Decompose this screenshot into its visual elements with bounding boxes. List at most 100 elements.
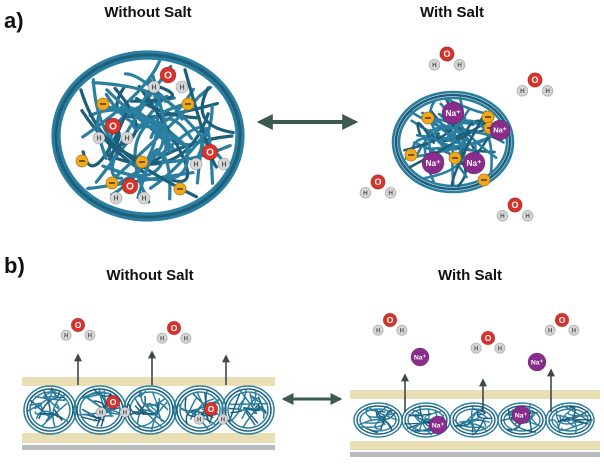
hydrogen-atom-sphere <box>541 85 554 97</box>
polymer-strand <box>230 389 247 422</box>
oxygen-atom-symbol: O <box>208 404 215 414</box>
hydrogen-atom-symbol: H <box>99 410 103 416</box>
polymer-strand <box>380 409 392 430</box>
polymer-strand <box>128 404 141 415</box>
polymer-strand <box>35 410 69 423</box>
membrane-substrate <box>22 445 275 450</box>
polymer-strand <box>243 403 261 412</box>
oxygen-atom: O <box>439 46 455 62</box>
hydrogen-atom: H <box>137 191 151 205</box>
hydrogen-atom-symbol: H <box>96 136 101 143</box>
oxygen-atom-symbol: O <box>164 71 172 82</box>
anionic-group <box>404 148 418 162</box>
hydrogen-atom-symbol: H <box>88 333 92 339</box>
polymer-strand <box>129 391 171 429</box>
hydrogen-atom-symbol: H <box>548 328 552 334</box>
polymer-strand <box>391 90 515 194</box>
hydrogen-atom: H <box>516 85 529 97</box>
oxygen-atom-symbol: O <box>109 122 117 133</box>
hydrogen-atom: H <box>359 187 372 199</box>
hydrogen-atom-sphere <box>137 191 151 205</box>
polymer-strand <box>374 410 393 430</box>
hydrogen-atom: H <box>95 406 107 418</box>
hydrogen-atom-symbol: H <box>525 213 530 220</box>
polymer-strand <box>358 421 385 428</box>
anionic-group <box>75 154 89 168</box>
hydrogen-atom-sphere <box>568 324 580 336</box>
hydrogen-atom-sphere <box>120 131 134 145</box>
polymer-strand <box>134 397 160 428</box>
polymer-strand <box>91 81 184 121</box>
panel-b-label: b) <box>4 253 25 278</box>
oxygen-atom: O <box>382 312 398 328</box>
hydrogen-atom: H <box>494 342 506 354</box>
sodium-ion-sphere <box>441 101 465 125</box>
hydrogen-atom-sphere <box>193 413 205 425</box>
polymer-strand <box>176 388 224 432</box>
oxygen-atom-symbol: O <box>531 75 538 85</box>
oxygen-atom: O <box>70 317 86 333</box>
polymer-strand <box>133 403 160 416</box>
polymer-strand <box>376 410 397 420</box>
hydrogen-atom: H <box>119 406 131 418</box>
polymer-strand <box>569 406 576 419</box>
oxygen-atom-sphere <box>105 394 121 410</box>
oxygen-atom-sphere <box>507 197 523 213</box>
polymer-strand <box>477 411 489 420</box>
hydrogen-atom-symbol: H <box>474 346 478 352</box>
sodium-ion-sphere <box>511 405 531 425</box>
hydrogen-atom-symbol: H <box>498 346 502 352</box>
oxygen-atom-sphere <box>370 174 386 190</box>
hydrogen-atom: H <box>384 187 397 199</box>
polymer-strand <box>555 408 581 425</box>
hydrogen-atom: H <box>521 210 534 222</box>
hydrogen-atom-symbol: H <box>520 88 525 95</box>
hydrogen-atom: H <box>120 131 134 145</box>
hydrogen-atom-sphere <box>494 342 506 354</box>
polymer-strand <box>557 414 577 435</box>
oxygen-atom-sphere <box>527 72 543 88</box>
polymer-strand <box>34 395 66 401</box>
oxygen-atom-symbol: O <box>559 315 566 325</box>
hydrogen-atom-sphere <box>147 80 161 94</box>
sodium-ion-sphere <box>428 415 448 435</box>
transport-arrows <box>74 350 555 412</box>
hydrogen-atom: H <box>109 191 123 205</box>
sodium-ion: Na⁺ <box>428 415 448 435</box>
hydrogen-atom-symbol: H <box>197 417 201 423</box>
oxygen-atom-sphere <box>166 320 182 336</box>
hydrogen-atom-sphere <box>372 324 384 336</box>
hydrogen-atom-symbol: H <box>221 417 225 423</box>
polymer-strand <box>43 390 51 422</box>
polymer-strand <box>545 402 595 438</box>
polymer-strand <box>397 96 509 188</box>
polymer-brush-row-collapsed <box>353 402 595 438</box>
oxygen-atom-symbol: O <box>511 200 518 210</box>
polymer-strand <box>500 405 544 435</box>
sodium-ion-sphere <box>410 347 430 367</box>
hydrogen-atom: H <box>175 80 189 94</box>
hydrogen-atom-sphere <box>396 324 408 336</box>
hydrogen-atom-symbol: H <box>113 196 118 203</box>
hydrogen-atom-symbol: H <box>193 162 198 169</box>
hydrogen-atom: H <box>147 80 161 94</box>
polymer-strand <box>138 390 147 398</box>
oxygen-atom-sphere <box>201 143 219 161</box>
membrane-bottom-layer <box>22 433 275 443</box>
membrane-top-layer <box>22 377 275 386</box>
hydrogen-atom-sphere <box>180 332 192 344</box>
polymer-strand <box>404 405 448 435</box>
oxygen-atom-sphere <box>203 401 219 417</box>
anionic-group <box>448 151 462 165</box>
polymer-strand <box>200 86 235 135</box>
sodium-ion-symbol: Na⁺ <box>531 359 544 366</box>
oxygen-atom-sphere <box>70 317 86 333</box>
hydrogen-atom-symbol: H <box>123 410 127 416</box>
hydrogen-atom-sphere <box>109 191 123 205</box>
hydrogen-atom-sphere <box>119 406 131 418</box>
